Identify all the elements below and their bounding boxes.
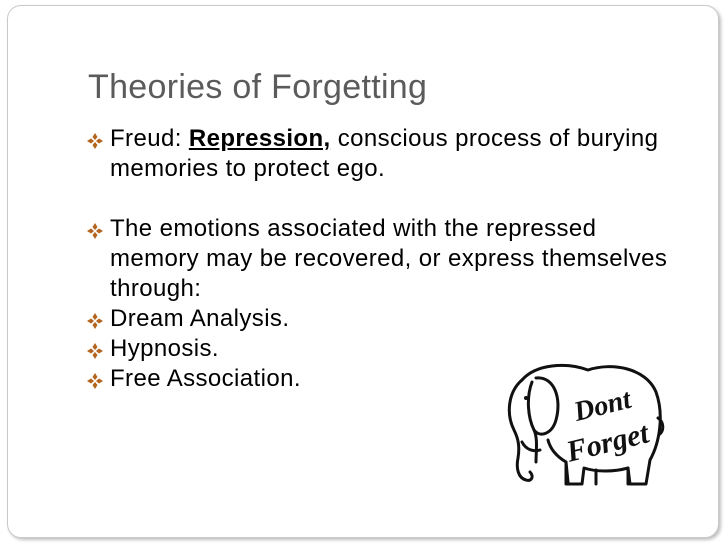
bullet-text: Hypnosis. xyxy=(110,335,219,362)
elephant-illustration: Dont Forget xyxy=(507,363,665,486)
bullet-item: Free Association. xyxy=(86,364,686,394)
bullet-item: Freud: Repression, conscious process of … xyxy=(86,124,686,184)
diamond-bullet-icon xyxy=(87,133,103,149)
bullet-item: The emotions associated with the repress… xyxy=(86,214,686,304)
diamond-bullet-icon xyxy=(87,373,103,389)
bullet-text: Dream Analysis. xyxy=(110,305,290,332)
bullet-prefix: Freud: xyxy=(110,125,189,152)
diamond-bullet-icon xyxy=(87,313,103,329)
key-term: Repression, xyxy=(188,125,331,152)
slide-title: Theories of Forgetting xyxy=(88,68,428,106)
elephant-caption-line2: Forget xyxy=(562,416,653,469)
bullet-item: Hypnosis. xyxy=(86,334,686,364)
slide-frame: Theories of Forgetting Freud: Repression… xyxy=(7,5,719,538)
bullet-text: conscious process of burying memories to… xyxy=(110,125,659,182)
bullet-item: Dream Analysis. xyxy=(86,304,686,334)
bullet-list: Freud: Repression, conscious process of … xyxy=(86,124,686,394)
diamond-bullet-icon xyxy=(87,223,103,239)
bullet-text: Free Association. xyxy=(110,365,301,392)
bullet-text: The emotions associated with the repress… xyxy=(110,215,668,302)
diamond-bullet-icon xyxy=(87,343,103,359)
